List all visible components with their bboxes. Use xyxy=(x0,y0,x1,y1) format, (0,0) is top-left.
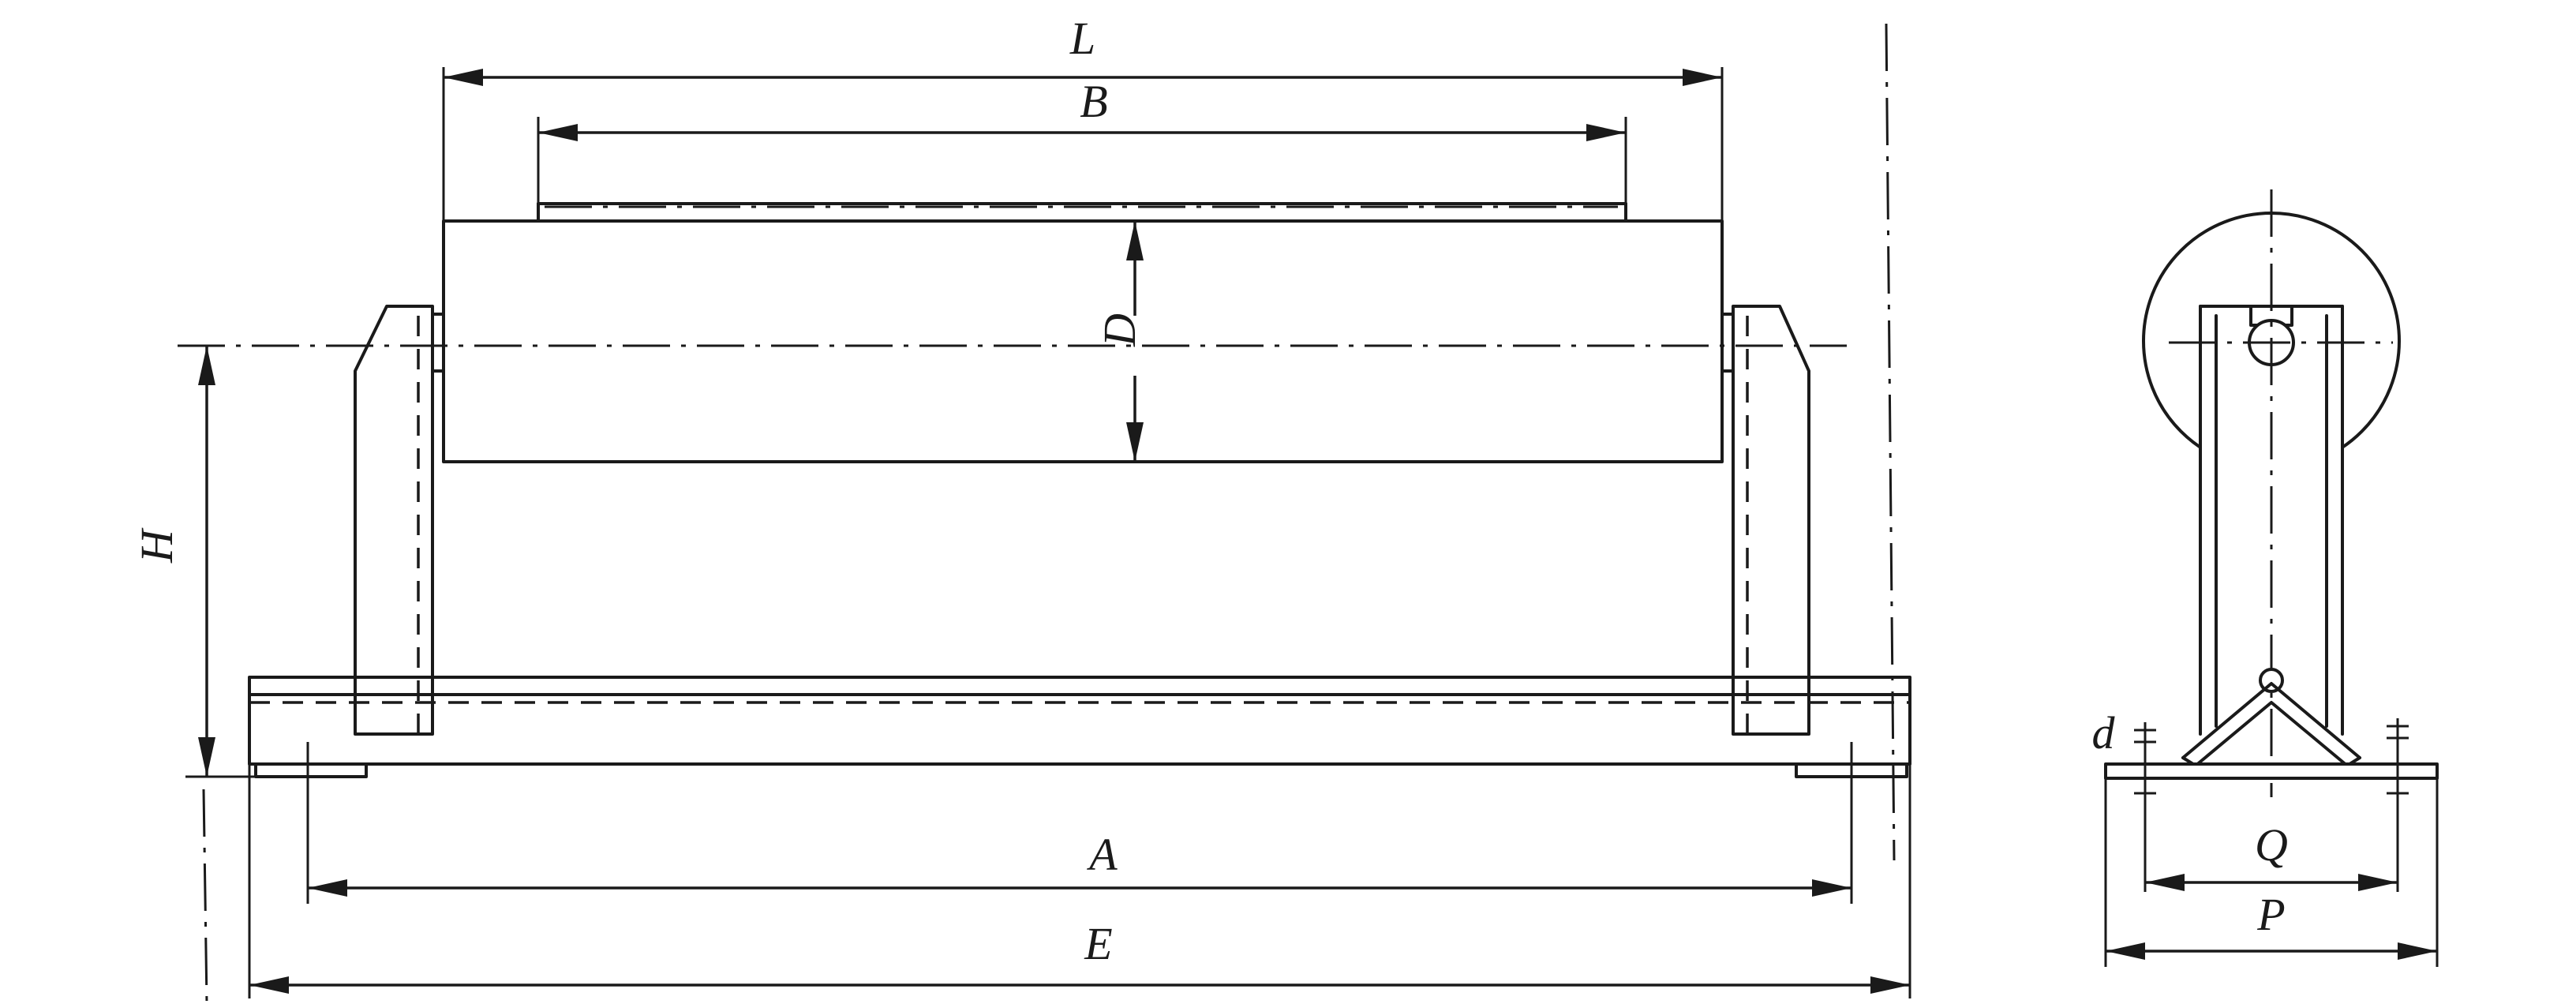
label-E: E xyxy=(1084,918,1112,969)
roller xyxy=(431,202,1735,463)
bracket-right xyxy=(1732,305,1810,736)
dimension-Q: Q xyxy=(2144,805,2399,892)
front-view: L B D H xyxy=(131,13,1911,1004)
dimension-L: L xyxy=(442,13,1724,221)
dimension-H: H xyxy=(131,346,256,778)
shaft-end-right xyxy=(1720,313,1735,373)
base-beam xyxy=(248,676,1911,778)
front-view-vertical-centerline xyxy=(1885,23,1896,861)
base-foot-left xyxy=(254,762,368,778)
dimension-A: A xyxy=(306,742,1853,904)
side-view: d Q P xyxy=(2092,189,2439,967)
side-base-plate xyxy=(2104,762,2439,967)
dimension-D: D xyxy=(1094,221,1145,462)
base-beam-body xyxy=(248,676,1911,766)
label-P: P xyxy=(2256,889,2285,940)
label-Q: Q xyxy=(2255,819,2288,871)
side-bolt-right xyxy=(2387,718,2409,805)
label-A: A xyxy=(1086,829,1118,880)
label-H: H xyxy=(131,527,182,564)
label-d: d xyxy=(2092,707,2116,759)
dimension-B: B xyxy=(537,76,1627,204)
dimension-P: P xyxy=(2106,889,2437,960)
shaft-end-left xyxy=(431,313,445,373)
side-v-brace xyxy=(2181,668,2361,767)
label-B: B xyxy=(1080,76,1107,127)
front-left-edge-line xyxy=(202,789,208,1004)
side-bolt-left xyxy=(2134,722,2156,805)
label-D: D xyxy=(1094,313,1145,347)
bracket-left xyxy=(354,305,434,736)
dimension-E: E xyxy=(248,764,1911,998)
roller-body xyxy=(442,219,1724,463)
label-L: L xyxy=(1069,13,1095,64)
